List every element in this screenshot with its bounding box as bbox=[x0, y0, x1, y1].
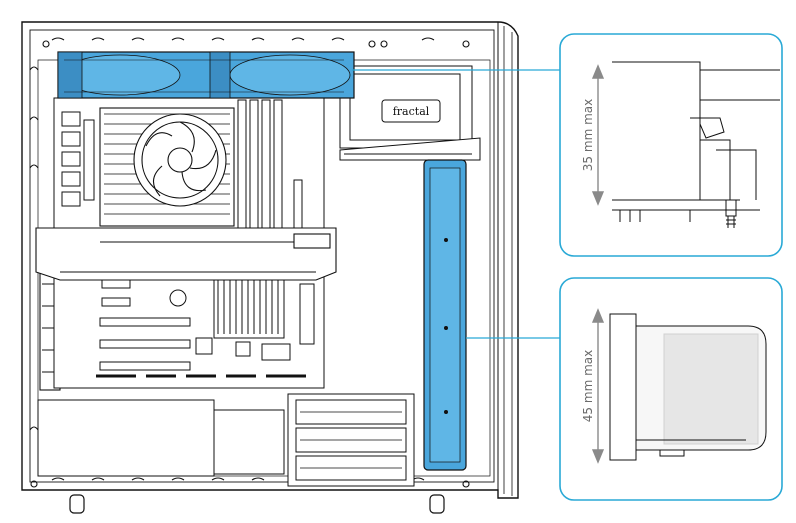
top-clearance-callout: 35 mm max bbox=[559, 33, 783, 257]
brand-logo-text: fractal bbox=[393, 105, 430, 118]
top-fans bbox=[57, 51, 355, 99]
bottom-drive-cage bbox=[287, 393, 415, 487]
cpu-cooler bbox=[99, 107, 235, 227]
front-fan bbox=[423, 159, 467, 471]
fan-icon bbox=[133, 113, 227, 207]
front-clearance-label: 45 mm max bbox=[581, 350, 595, 422]
psu-area bbox=[37, 399, 285, 477]
top-clearance-label: 35 mm max bbox=[581, 99, 595, 171]
top-drive-cage: fractal bbox=[339, 65, 481, 161]
arrow-up-down-icon bbox=[591, 308, 605, 464]
case-feet bbox=[69, 494, 445, 514]
front-clearance-callout: 45 mm max bbox=[559, 277, 783, 501]
arrow-up-down-icon bbox=[591, 64, 605, 206]
top-vent-slots bbox=[42, 37, 470, 48]
graphics-card bbox=[35, 227, 337, 281]
leader-lines bbox=[352, 69, 560, 339]
